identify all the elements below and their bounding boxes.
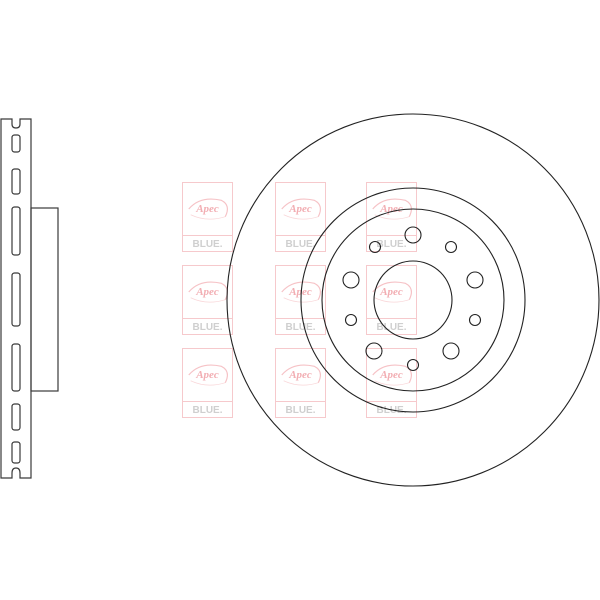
watermark-sub: BLUE. bbox=[367, 401, 416, 419]
vent-slot bbox=[11, 134, 21, 153]
watermark-brand: Apec bbox=[380, 286, 403, 298]
apec-blue-watermark: Apec BLUE. bbox=[366, 348, 417, 418]
disc-side-hub bbox=[30, 207, 59, 392]
vent-slot bbox=[11, 343, 21, 392]
watermark-brand: Apec bbox=[380, 203, 403, 215]
apec-blue-watermark: Apec BLUE. bbox=[275, 182, 326, 252]
apec-blue-watermark: Apec BLUE. bbox=[182, 348, 233, 418]
apec-blue-watermark: Apec BLUE. bbox=[275, 265, 326, 335]
vent-slot bbox=[11, 441, 21, 464]
disc-side-outline bbox=[0, 118, 32, 479]
watermark-sub: BLUE. bbox=[276, 401, 325, 419]
vent-slot bbox=[11, 168, 21, 195]
watermark-sub: BLUE. bbox=[183, 401, 232, 419]
watermark-brand: Apec bbox=[289, 286, 312, 298]
watermark-brand: Apec bbox=[289, 369, 312, 381]
vent-slot bbox=[11, 206, 21, 256]
watermark-brand: Apec bbox=[196, 203, 219, 215]
watermark-sub: BLUE. bbox=[367, 318, 416, 336]
vent-slot bbox=[11, 403, 21, 431]
apec-blue-watermark: Apec BLUE. bbox=[182, 182, 233, 252]
watermark-sub: BLUE. bbox=[183, 235, 232, 253]
apec-blue-watermark: Apec BLUE. bbox=[366, 182, 417, 252]
watermark-sub: BLUE. bbox=[276, 318, 325, 336]
apec-blue-watermark: Apec BLUE. bbox=[275, 348, 326, 418]
watermark-sub: BLUE. bbox=[183, 318, 232, 336]
watermark-brand: Apec bbox=[289, 203, 312, 215]
apec-blue-watermark: Apec BLUE. bbox=[366, 265, 417, 335]
apec-blue-watermark: Apec BLUE. bbox=[182, 265, 233, 335]
watermark-sub: BLUE. bbox=[367, 235, 416, 253]
vent-slot bbox=[11, 272, 21, 327]
watermark-brand: Apec bbox=[196, 286, 219, 298]
watermark-brand: Apec bbox=[196, 369, 219, 381]
disc-side-view bbox=[0, 118, 59, 479]
watermark-brand: Apec bbox=[380, 369, 403, 381]
watermark-sub: BLUE. bbox=[276, 235, 325, 253]
